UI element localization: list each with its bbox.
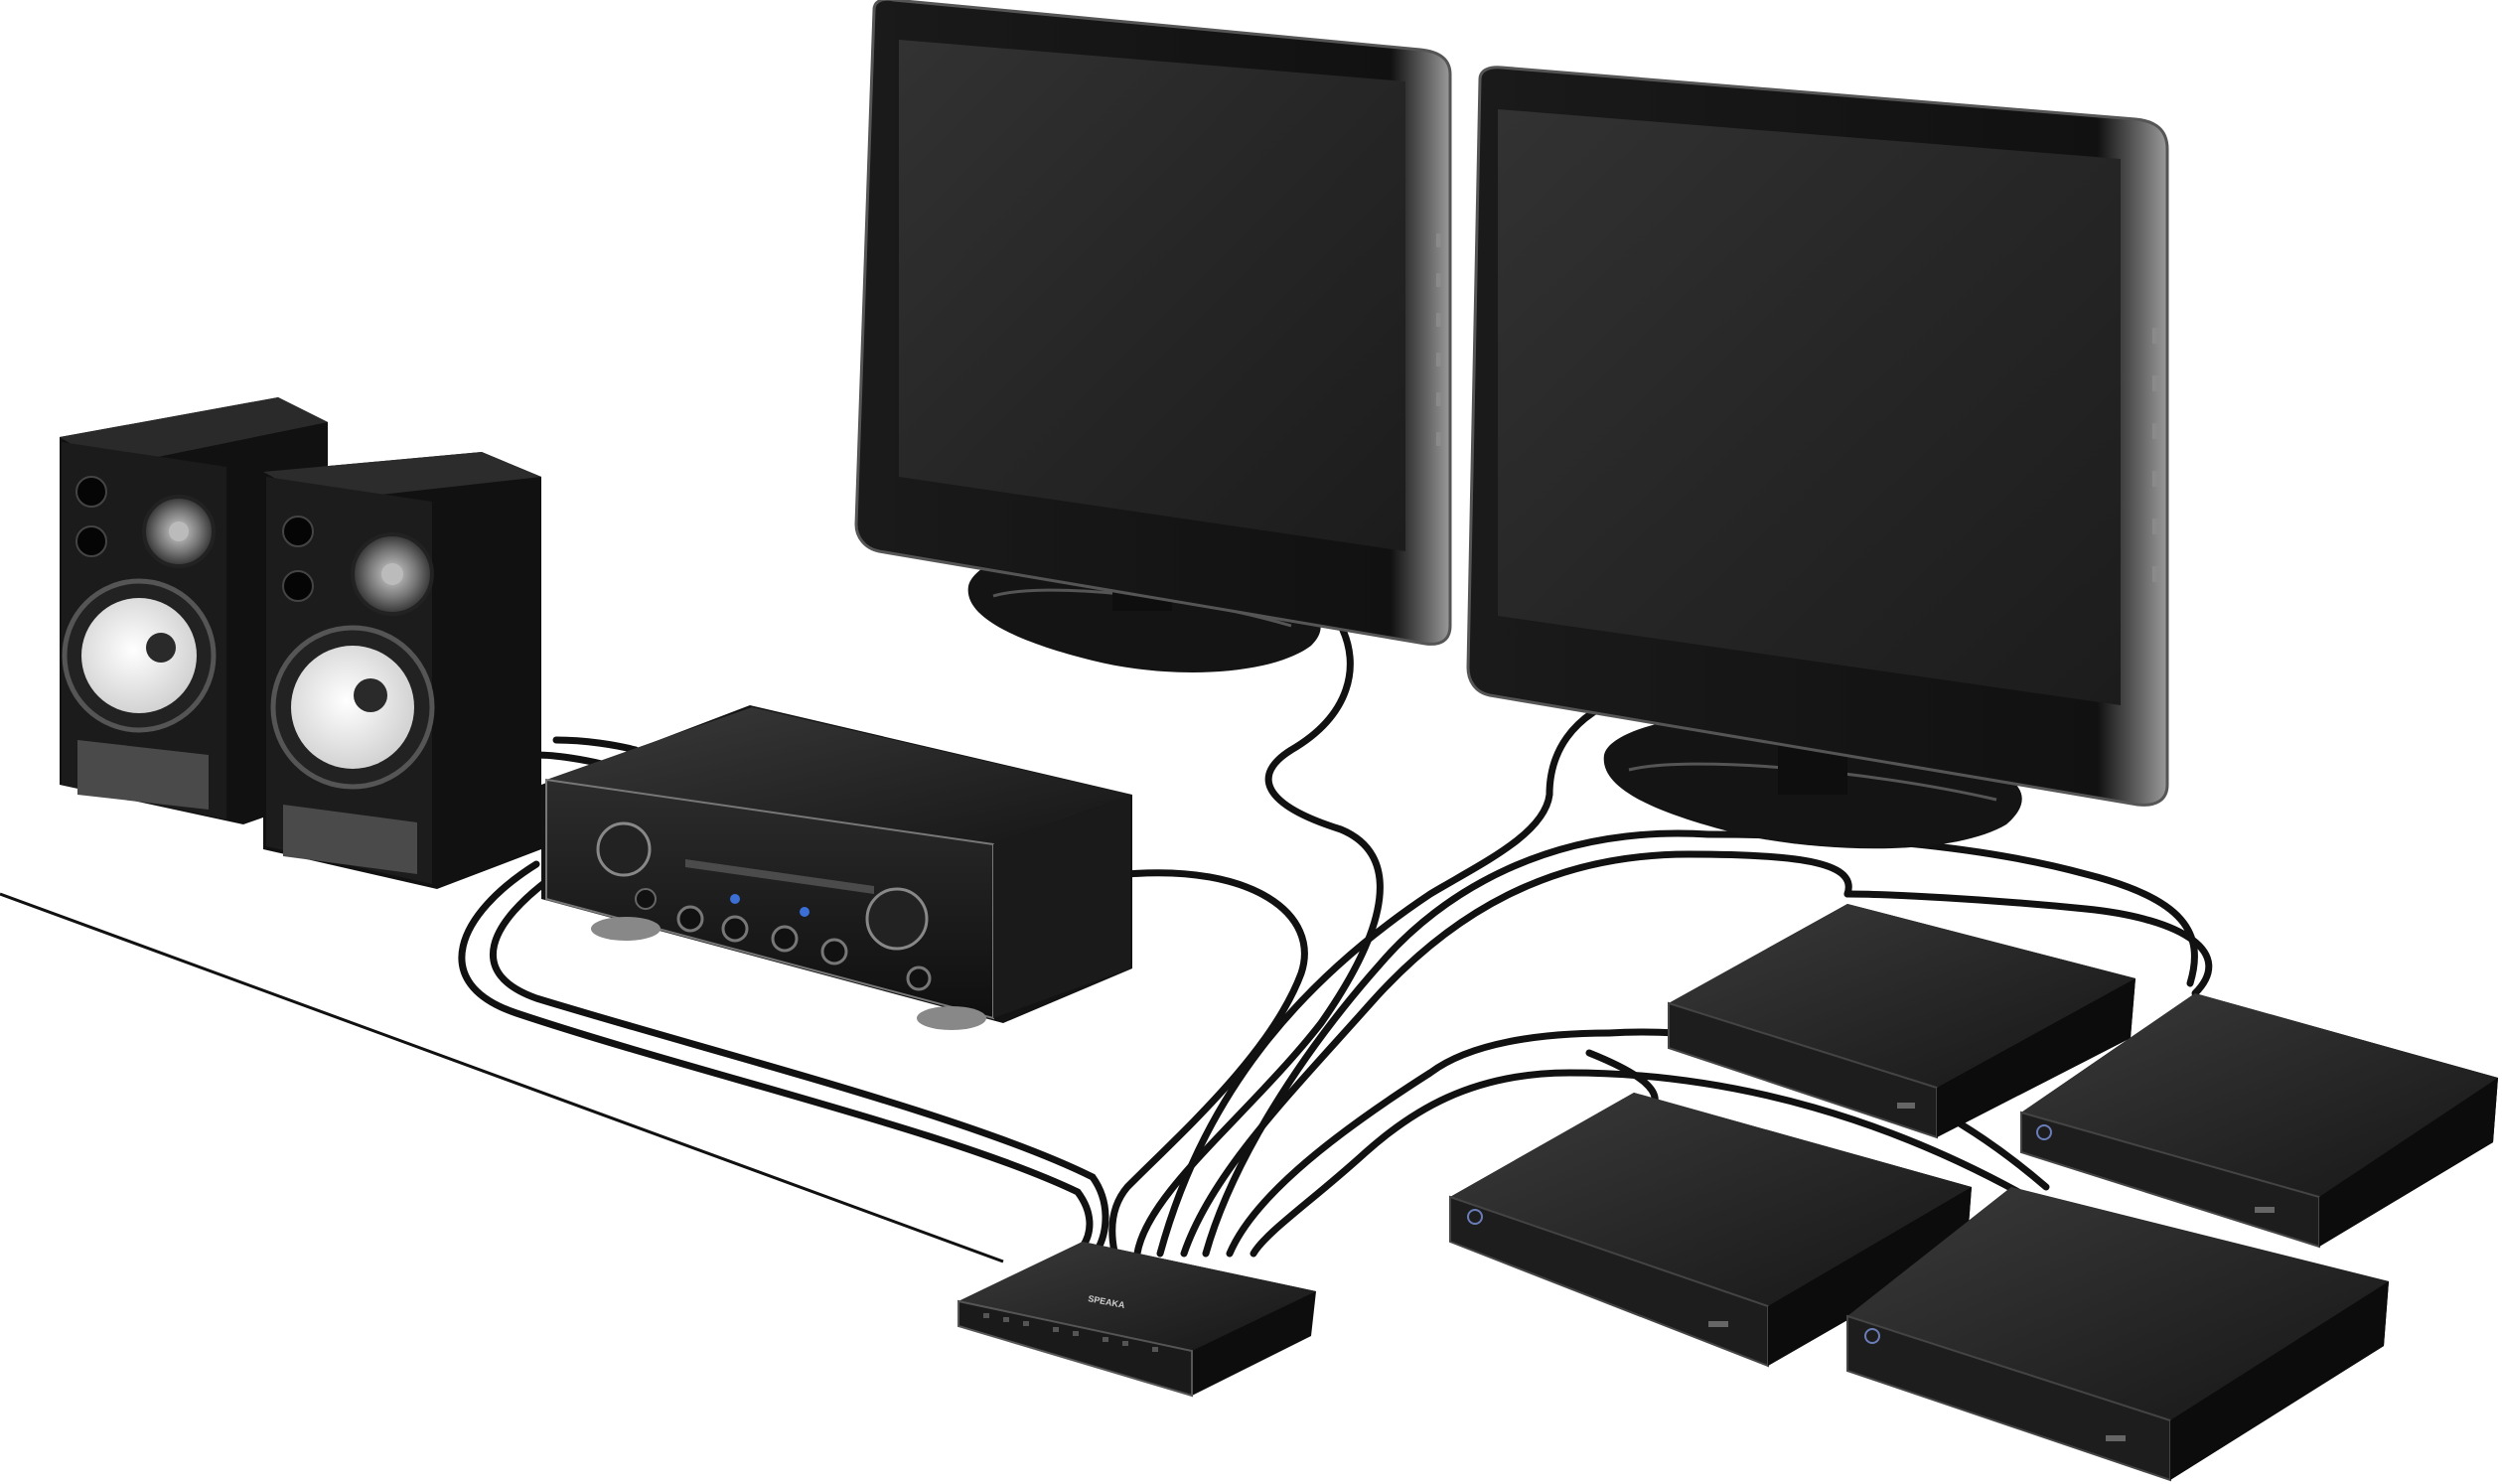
speaker-right bbox=[263, 452, 541, 889]
switch-front bbox=[957, 1299, 1193, 1398]
amplifier-top bbox=[546, 707, 1130, 844]
switch-top bbox=[958, 1242, 1316, 1351]
woofer-cone bbox=[291, 646, 414, 769]
blu-ray-disc-icon bbox=[2036, 1124, 2052, 1140]
blu-ray-player-3 bbox=[1449, 1093, 1972, 1368]
power-icon bbox=[906, 965, 932, 991]
hdmi-matrix-switch: SPEAKA bbox=[957, 1242, 1316, 1398]
status-led-icon bbox=[730, 894, 740, 904]
monitor-1-screen bbox=[899, 40, 1405, 551]
player-1-top bbox=[1669, 904, 2135, 1088]
status-led-icon bbox=[800, 907, 809, 917]
monitor-2 bbox=[1466, 66, 2169, 849]
monitor-2-screen bbox=[1498, 109, 2121, 705]
amplifier bbox=[541, 705, 1132, 1030]
player-3-top bbox=[1450, 1093, 1972, 1306]
monitor-1 bbox=[854, 0, 1452, 672]
blu-ray-disc-icon bbox=[1467, 1209, 1483, 1225]
blu-ray-player-1 bbox=[1668, 904, 2135, 1139]
table-edge bbox=[0, 892, 1004, 1263]
volume-knob bbox=[596, 821, 652, 877]
selector-knob bbox=[865, 887, 929, 951]
blu-ray-disc-icon bbox=[1864, 1328, 1880, 1344]
blu-ray-player-4 bbox=[1846, 1187, 2389, 1482]
speaker-left bbox=[60, 397, 328, 824]
blu-ray-player-2 bbox=[2020, 993, 2498, 1249]
woofer-cone bbox=[81, 598, 197, 713]
player-4-top bbox=[1847, 1187, 2389, 1420]
